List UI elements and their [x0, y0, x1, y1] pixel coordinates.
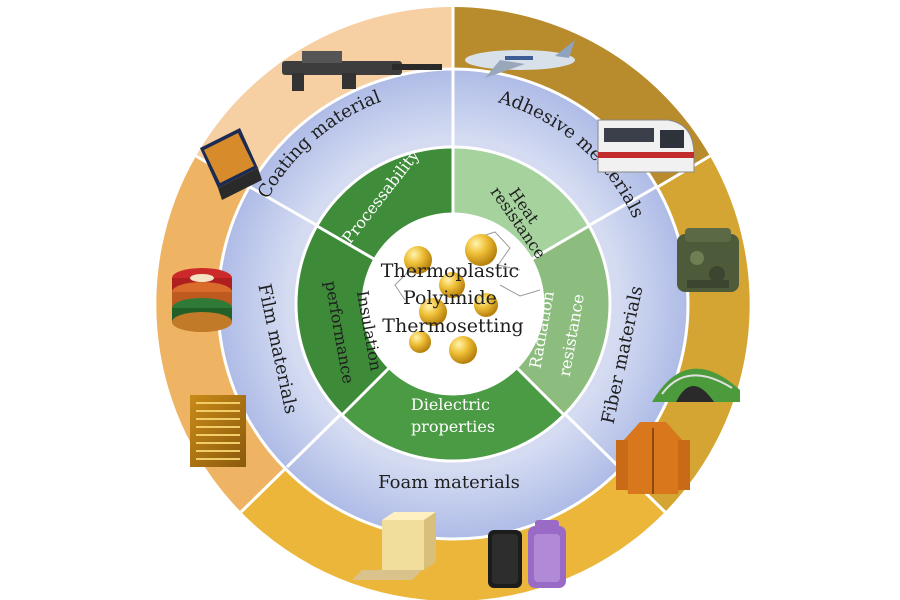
rifle-icon [282, 51, 442, 91]
backpack-icon [677, 228, 739, 292]
film-circuit-icon [190, 395, 246, 467]
center-line-3: Thermosetting [382, 315, 523, 337]
molecule-lines [394, 231, 541, 301]
tent-icon [652, 368, 740, 402]
property-label-dielectric: Dielectric properties [411, 395, 495, 436]
tape-rolls-icon [172, 268, 232, 332]
airplane-icon [465, 40, 575, 78]
center-line-2: Polyimide [403, 287, 497, 309]
center-label: Thermoplastic Polyimide Thermosetting [381, 260, 525, 337]
center-line-1: Thermoplastic [381, 260, 519, 282]
material-label-foam: Foam materials [378, 472, 520, 493]
jacket-icon [616, 422, 690, 494]
tablet-icon [200, 128, 262, 200]
center-hub: Thermoplastic Polyimide Thermosetting [361, 212, 545, 396]
train-icon [597, 119, 695, 173]
sphere-cluster-icon [404, 234, 498, 364]
foam-block-icon [352, 512, 436, 580]
phone-case-icon [488, 520, 566, 588]
